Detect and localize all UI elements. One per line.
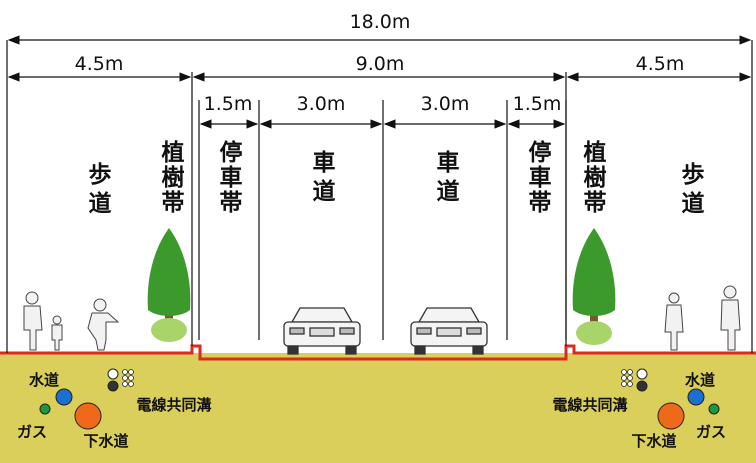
right-parking-width-label: 1.5m — [513, 93, 562, 115]
left-common-duct-label: 電線共同溝 — [136, 396, 211, 414]
road-surface-line — [0, 344, 756, 361]
right-duct-black-icon — [636, 380, 648, 392]
left-utilities: 水道 ガス 下水道 電線共同溝 — [17, 368, 212, 450]
left-parking-width-label: 1.5m — [204, 93, 253, 115]
left-water-pipe-icon — [55, 388, 73, 406]
left-sewer-pipe-icon — [74, 402, 102, 430]
extension-lines — [6, 40, 753, 353]
left-water-label: 水道 — [29, 371, 59, 389]
left-tree-belt-label: 植樹帯 — [157, 139, 185, 215]
right-duct-cluster-icon — [621, 369, 633, 387]
right-tree-icon — [572, 228, 616, 345]
left-duct-white-icon — [107, 368, 119, 380]
right-tree-belt-label: 植樹帯 — [579, 139, 607, 215]
roadway-width-label: 9.0m — [356, 53, 405, 75]
right-water-label: 水道 — [685, 371, 715, 389]
right-water-pipe-icon — [687, 388, 705, 406]
right-sewer-label: 下水道 — [631, 432, 676, 450]
left-sidewalk-width-label: 4.5m — [75, 53, 124, 75]
dimension-arrows — [7, 35, 752, 129]
left-pedestrians-icon — [23, 291, 120, 351]
right-gas-label: ガス — [696, 423, 726, 441]
left-sidewalk-label: 歩道 — [84, 162, 112, 220]
right-gas-pipe-icon — [708, 403, 720, 415]
left-lane-width-label: 3.0m — [297, 93, 346, 115]
left-gas-label: ガス — [17, 423, 47, 441]
right-sidewalk-width-label: 4.5m — [636, 53, 685, 75]
right-common-duct-label: 電線共同溝 — [552, 396, 627, 414]
left-gas-pipe-icon — [39, 403, 51, 415]
right-sewer-pipe-icon — [657, 402, 685, 430]
right-lane-label: 車道 — [432, 150, 460, 208]
total-width-label: 18.0m — [350, 11, 411, 33]
right-sidewalk-label: 歩道 — [677, 162, 705, 220]
right-parking-belt-label: 停車帯 — [524, 139, 552, 215]
left-car-icon — [283, 307, 361, 355]
right-duct-white-icon — [636, 368, 648, 380]
right-pedestrians-icon — [664, 285, 741, 351]
left-sewer-label: 下水道 — [83, 432, 128, 450]
left-duct-cluster-icon — [122, 369, 134, 387]
right-car-icon — [410, 307, 488, 355]
right-lane-width-label: 3.0m — [421, 93, 470, 115]
left-duct-black-icon — [107, 380, 119, 392]
left-lane-label: 車道 — [308, 150, 336, 208]
right-utilities: 水道 ガス 下水道 電線共同溝 — [552, 368, 726, 450]
left-parking-belt-label: 停車帯 — [215, 139, 243, 215]
left-tree-icon — [147, 228, 191, 342]
